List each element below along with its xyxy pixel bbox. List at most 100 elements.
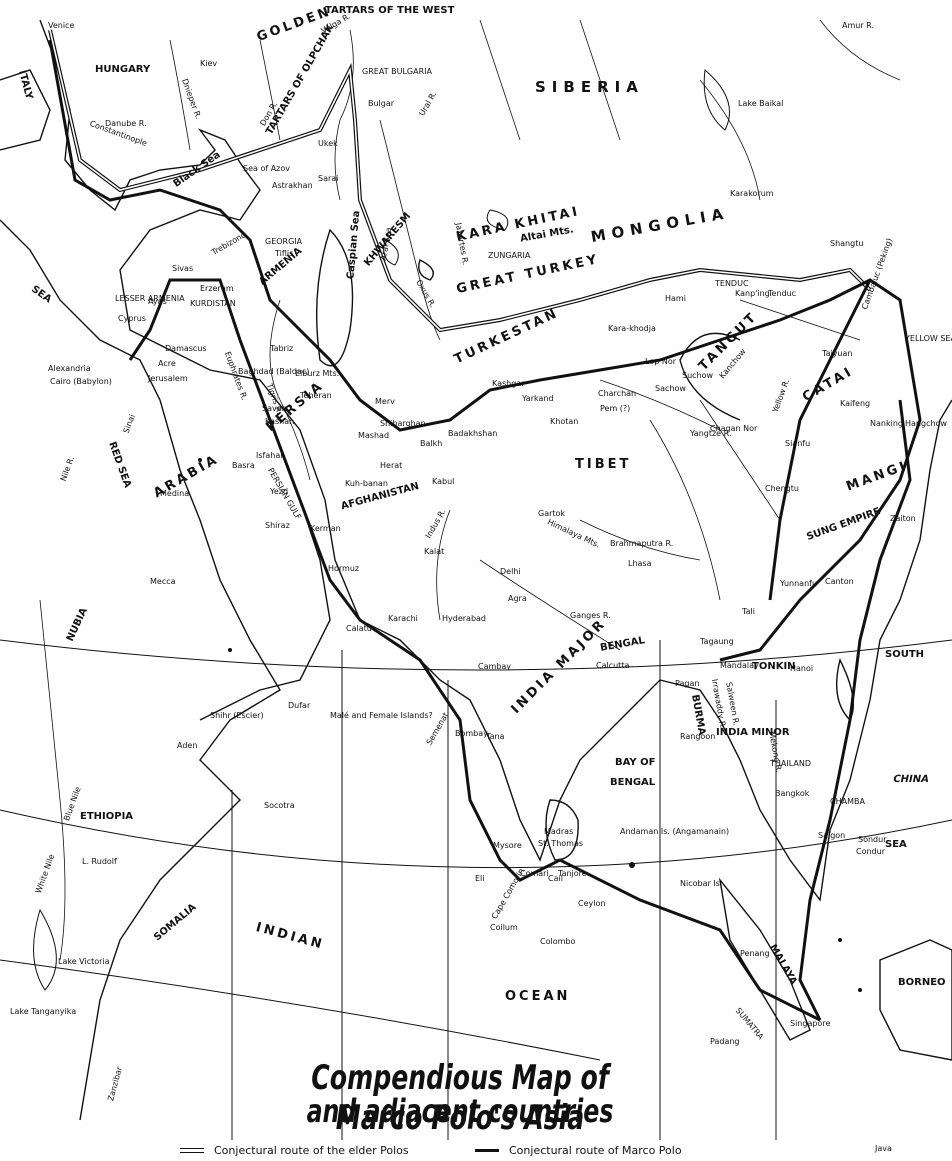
- region-label: TONKIN: [752, 661, 796, 672]
- sea-label: Sea of Azov: [243, 164, 290, 173]
- city-label: Isfahan: [256, 451, 286, 460]
- physical-label: Lake Baikal: [738, 99, 784, 108]
- city-label: Herat: [380, 461, 403, 470]
- city-label: Hami: [665, 294, 686, 303]
- city-label: Taiyuan: [822, 349, 853, 358]
- city-label: Calcutta: [596, 661, 630, 670]
- city-label: Sianfu: [785, 439, 811, 448]
- map-title: Compendious Map of Marco Polo's Asia: [311, 1058, 609, 1138]
- city-label: Kuh-banan: [345, 479, 388, 488]
- city-label: Dufar: [288, 701, 311, 710]
- city-label: Mecca: [150, 577, 176, 586]
- city-label: Kanp'ing: [735, 289, 770, 298]
- city-label: Yunnanfu: [780, 579, 818, 588]
- city-label: Tanjore: [558, 869, 587, 878]
- physical-label: Elburz Mts.: [295, 369, 340, 378]
- city-label: Damascus: [165, 344, 207, 353]
- city-label: Sarai: [318, 174, 339, 183]
- city-label: Canton: [825, 577, 854, 586]
- city-label: Cyprus: [118, 314, 146, 323]
- city-label: Kara-khodja: [608, 324, 656, 333]
- city-label: Pem (?): [600, 404, 631, 413]
- city-label: Kalat: [424, 547, 445, 556]
- physical-label: Lake Tanganyika: [10, 1007, 77, 1016]
- city-label: Condur: [856, 847, 885, 856]
- city-label: Erzerum: [200, 284, 234, 293]
- city-label: Cairo (Babylon): [50, 377, 112, 386]
- city-label: Rangoon: [680, 732, 716, 741]
- region-label: SIBERIA: [535, 78, 644, 96]
- city-label: Java: [875, 1144, 892, 1153]
- city-label: Suchow: [682, 371, 714, 380]
- city-label: Chagan Nor: [710, 424, 758, 433]
- city-label: Hangchow: [905, 419, 947, 428]
- city-label: Mandalay: [720, 661, 759, 670]
- city-label: Tana: [486, 732, 505, 741]
- city-label: Lop Nor: [645, 357, 676, 366]
- sea-label: OCEAN: [505, 989, 571, 1004]
- region-label: GREAT BULGARIA: [362, 67, 432, 76]
- city-label: Penang: [740, 949, 770, 958]
- city-label: Sachow: [655, 384, 686, 393]
- city-label: Saigon: [818, 831, 846, 840]
- city-label: Agra: [508, 594, 527, 603]
- region-label: INDIA MINOR: [716, 727, 790, 738]
- region-label: THAILAND: [770, 759, 811, 768]
- city-label: Tali: [742, 607, 755, 616]
- city-label: Venice: [48, 21, 75, 30]
- city-label: Shiraz: [265, 521, 290, 530]
- physical-label: Yangtze R.: [690, 429, 732, 438]
- city-label: Kiev: [200, 59, 218, 68]
- city-label: Jerusalem: [148, 374, 188, 383]
- city-label: Colombo: [540, 937, 576, 946]
- city-label: Karachi: [388, 614, 418, 623]
- city-label: Yarkand: [522, 394, 554, 403]
- region-label: ETHIOPIA: [80, 811, 134, 822]
- city-label: Badakhshan: [448, 429, 498, 438]
- city-label: St. Thomas: [538, 839, 584, 848]
- double-line-swatch: [180, 1148, 204, 1153]
- city-label: Shihr (Escier): [210, 711, 264, 720]
- city-label: Nicobar Is.: [680, 879, 723, 888]
- city-label: Madras: [544, 827, 574, 836]
- city-label: Basra: [232, 461, 255, 470]
- city-label: Mysore: [493, 841, 522, 850]
- city-label: Gartok: [538, 509, 566, 518]
- region-label: ZUNGARIA: [488, 251, 531, 260]
- sea-label: SOUTH: [885, 649, 925, 660]
- rivers: [39, 19, 901, 961]
- legend-label: Conjectural route of Marco Polo: [509, 1144, 682, 1157]
- city-label: Ceylon: [578, 899, 606, 908]
- city-label: Hormuz: [328, 564, 360, 573]
- city-label: Khotan: [550, 417, 579, 426]
- region-label: TIBET: [575, 457, 632, 472]
- city-label: Kabul: [432, 477, 455, 486]
- city-label: Tagaung: [700, 637, 734, 646]
- physical-label: Ganges R.: [570, 611, 611, 620]
- city-label: Andaman Is. (Angamanain): [620, 827, 730, 836]
- physical-label: Amur R.: [842, 21, 874, 30]
- region-label: KURDISTAN: [190, 299, 236, 308]
- city-label: Tabriz: [270, 344, 294, 353]
- sea-label: BENGAL: [610, 777, 656, 788]
- city-label: Karakorum: [730, 189, 774, 198]
- city-label: Astrakhan: [272, 181, 313, 190]
- city-label: Comari: [520, 869, 549, 878]
- city-label: Shangtu: [830, 239, 864, 248]
- city-label: Mashad: [358, 431, 390, 440]
- city-label: Socotra: [264, 801, 295, 810]
- city-label: Bangkok: [775, 789, 810, 798]
- city-label: Delhi: [500, 567, 521, 576]
- region-label: LESSER ARMENIA: [115, 294, 185, 303]
- city-label: Hyderabad: [442, 614, 486, 623]
- city-label: Chengtu: [765, 484, 799, 493]
- physical-label: Danube R.: [105, 119, 147, 128]
- city-label: Nanking: [870, 419, 903, 428]
- sea-label: BAY OF: [615, 757, 656, 768]
- city-label: Hanoi: [790, 664, 814, 673]
- city-label: Tenduc: [768, 289, 797, 298]
- city-label: Alexandria: [48, 364, 91, 373]
- city-label: Lhasa: [628, 559, 652, 568]
- region-label: CHINA: [891, 774, 930, 785]
